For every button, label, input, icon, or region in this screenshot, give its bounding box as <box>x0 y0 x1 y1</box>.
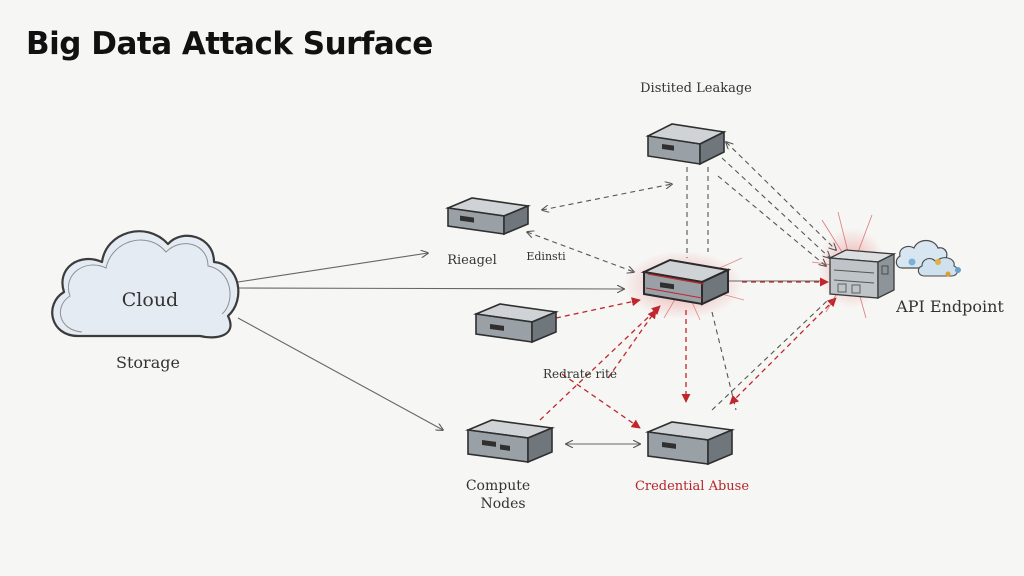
server-icon <box>645 123 727 166</box>
reagel-to-central-arrow <box>527 232 634 272</box>
server-icon <box>445 197 531 236</box>
red-attack-connections <box>539 277 837 429</box>
credential-abuse-label: Credential Abuse <box>635 479 749 494</box>
cloud-to-compute-arrow <box>237 317 443 430</box>
leakage-to-api-arrow-1 <box>726 142 836 250</box>
cloud-icon <box>51 230 240 339</box>
nodes-label: Nodes <box>480 496 525 512</box>
server-icon <box>473 303 559 344</box>
distilled-leakage-label: Distited Leakage <box>640 81 752 96</box>
cloud-label: Cloud <box>122 289 178 311</box>
credential-to-api-attack-arrow <box>729 297 837 405</box>
node-to-central-attack-arrow <box>555 297 641 319</box>
leakage-to-api-arrow-2 <box>721 157 830 258</box>
compute-label: Compute <box>466 478 530 494</box>
api-endpoint-label: API Endpoint <box>895 297 1004 316</box>
mini-cloud-icon <box>895 239 961 277</box>
page-title: Big Data Attack Surface <box>26 26 433 62</box>
compute-to-central-attack-arrow <box>539 305 661 421</box>
central-to-credential-line <box>711 311 737 411</box>
reagel-to-leakage-arrow <box>542 184 672 210</box>
credential-to-api-line <box>711 299 829 411</box>
cloud-to-central-arrow <box>237 288 624 289</box>
redrate-to-central-attack-arrow <box>607 309 657 379</box>
server-icon <box>464 419 556 464</box>
edinsti-label: Edinsti <box>526 250 566 263</box>
storage-label: Storage <box>116 353 180 372</box>
api-endpoint-icon <box>827 249 897 300</box>
reagel-label: Rieagel <box>447 253 497 268</box>
cloud-to-reagel-arrow <box>237 253 428 283</box>
gray-connections <box>237 253 826 444</box>
server-icon <box>644 421 736 466</box>
redrate-to-credential-attack-arrow <box>561 373 641 429</box>
redrate-label: Redrate rite <box>543 367 617 381</box>
server-icon <box>640 258 732 306</box>
leakage-to-api-arrow-3 <box>717 175 826 266</box>
